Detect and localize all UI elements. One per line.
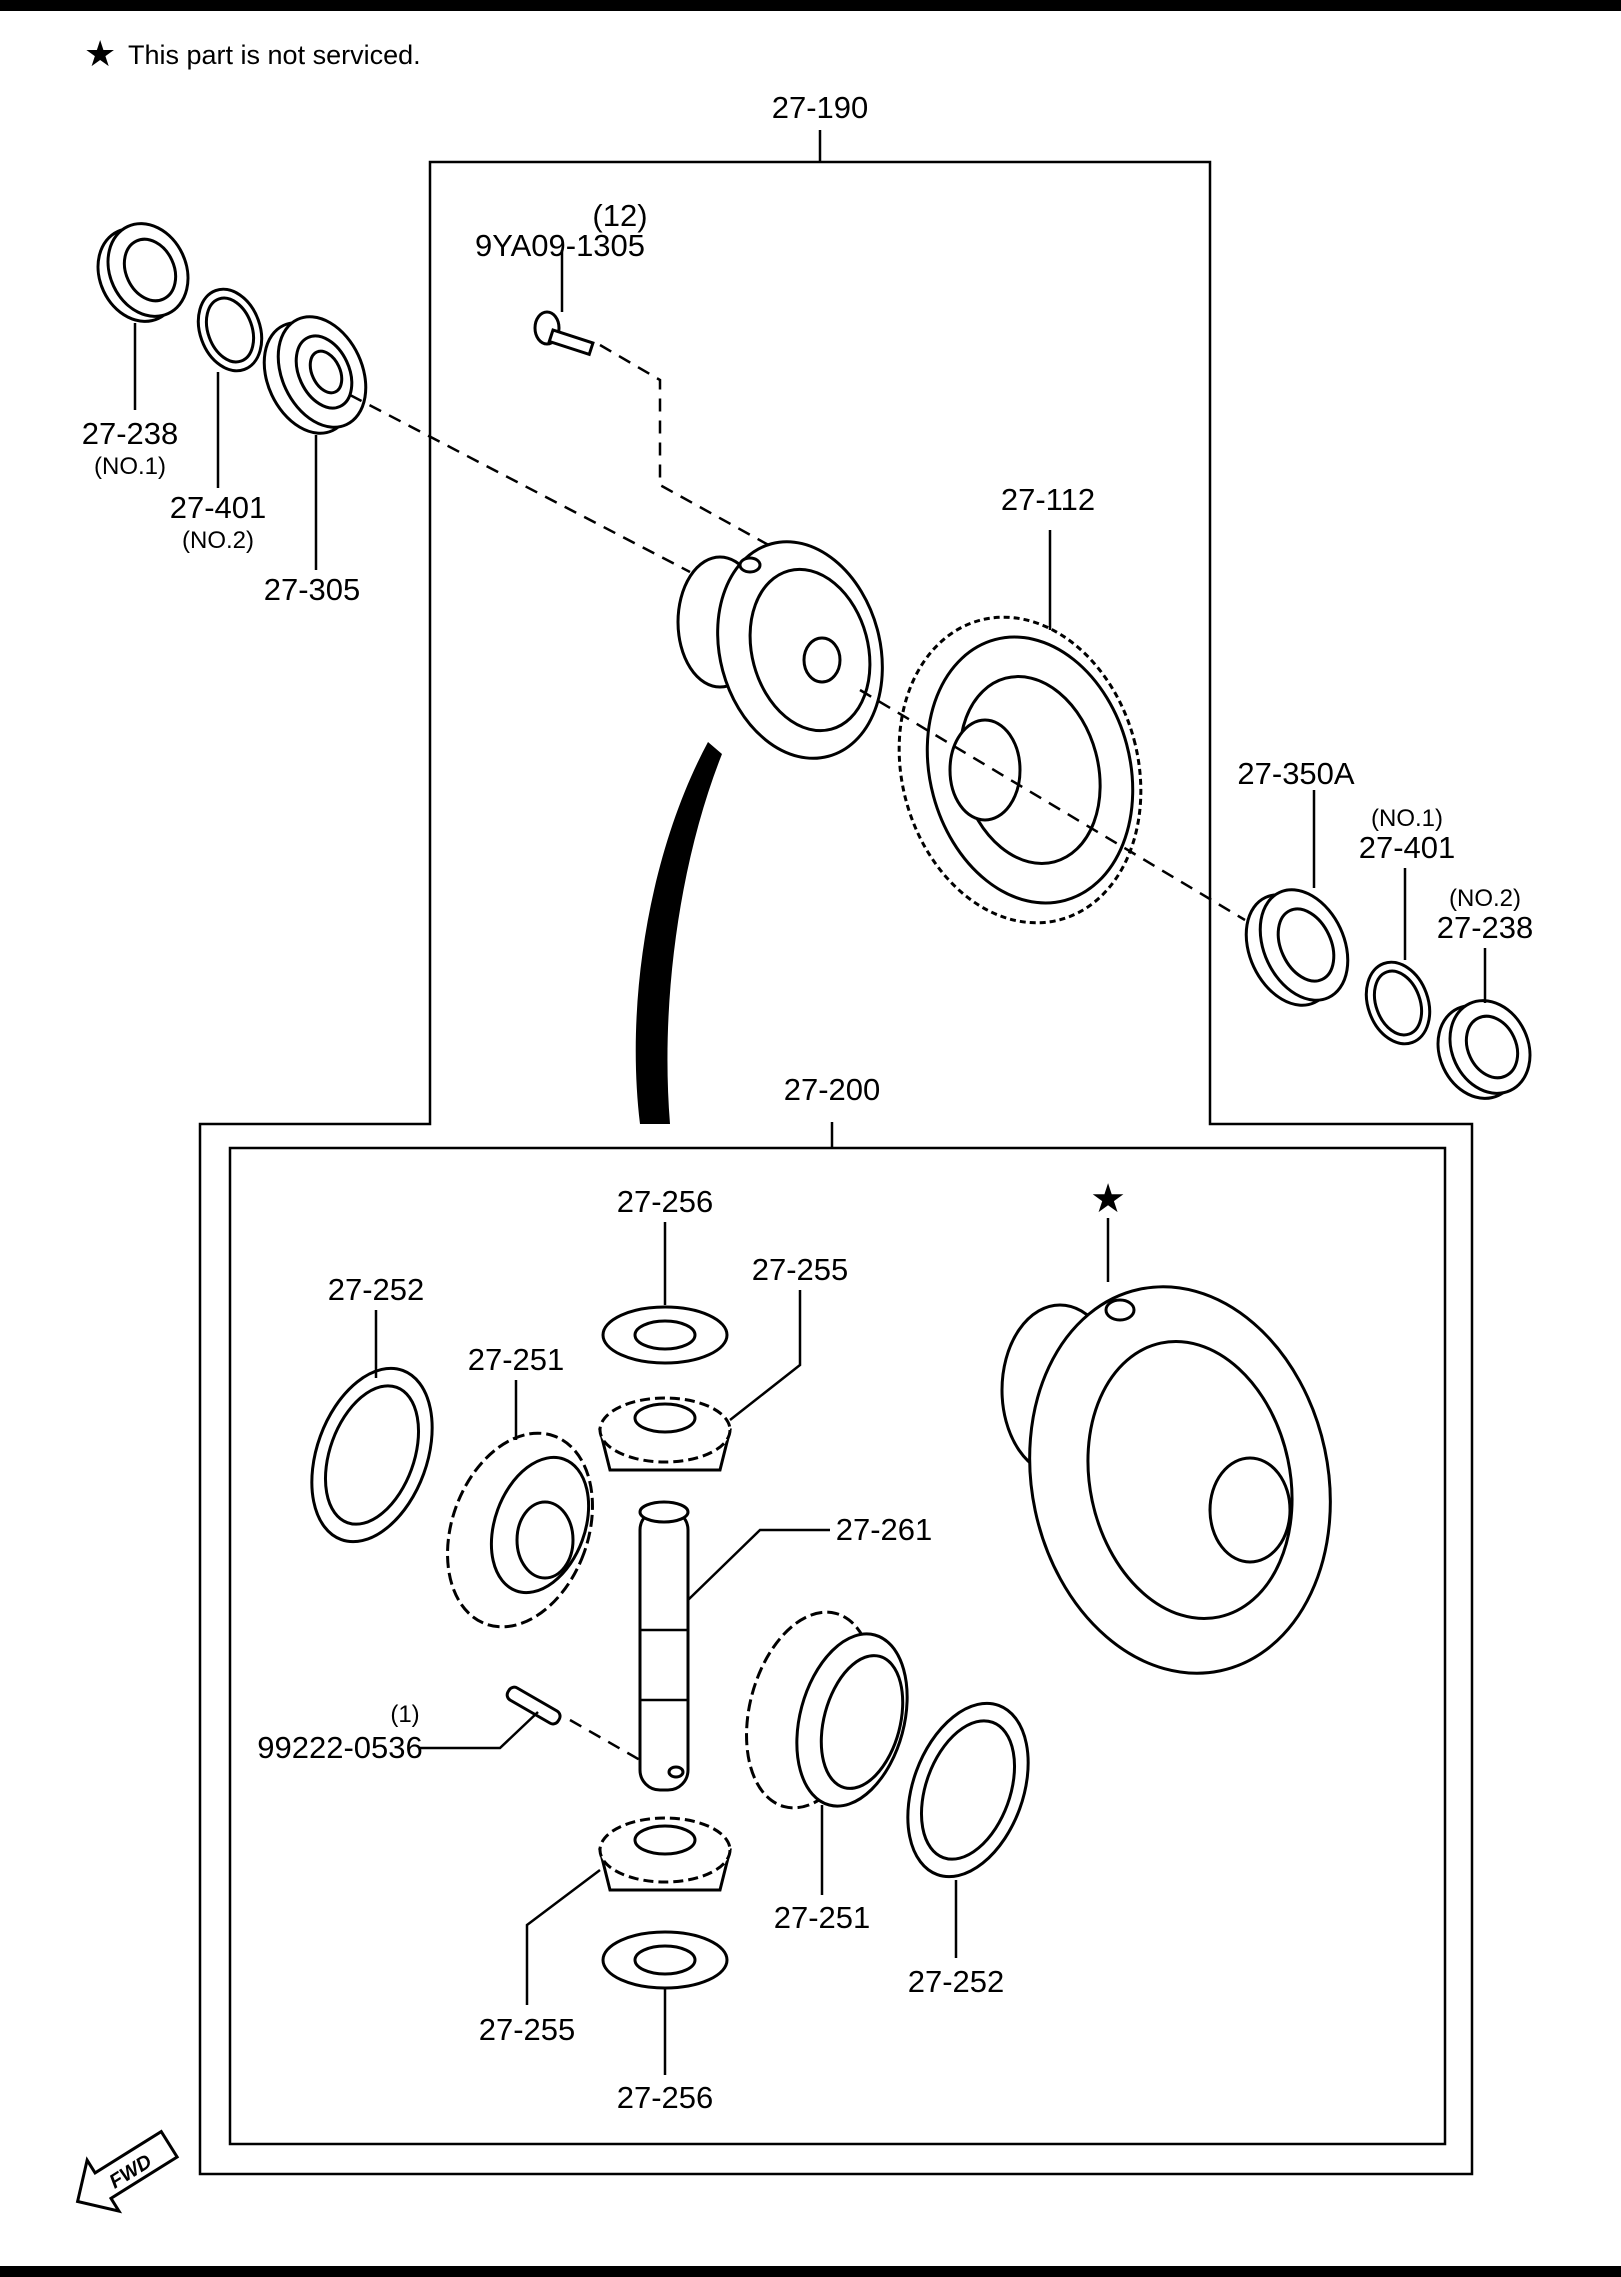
side-gear-right	[745, 1610, 909, 1810]
bearing-right	[1244, 888, 1350, 1007]
qualifier-27-401-left: (NO.2)	[182, 527, 254, 554]
label-27-251-right: 27-251	[774, 1900, 871, 1935]
label-99222-0536: 99222-0536	[257, 1730, 423, 1765]
ring-gear	[897, 615, 1143, 925]
shim-right	[1364, 960, 1432, 1046]
label-27-251-left: 27-251	[468, 1342, 565, 1377]
label-27-401-right: 27-401	[1359, 830, 1456, 865]
frame-27-200	[228, 1146, 1447, 2146]
oil-seal-right	[1436, 999, 1532, 1100]
label-27-256-top: 27-256	[617, 1184, 714, 1219]
top-bar	[0, 0, 1621, 11]
label-27-350a: 27-350A	[1237, 756, 1355, 791]
differential-case-large	[1000, 1285, 1332, 1675]
label-27-252-right: 27-252	[908, 1964, 1005, 1999]
label-27-190: 27-190	[772, 90, 869, 125]
pinion-gear-top	[598, 1396, 732, 1472]
qty-pin: (1)	[390, 1701, 419, 1728]
frame-27-190	[198, 160, 1474, 2176]
label-27-305: 27-305	[264, 572, 361, 607]
qualifier-27-238-right: (NO.2)	[1449, 885, 1521, 912]
label-27-401-left: 27-401	[170, 490, 267, 525]
bearing-left	[262, 315, 368, 435]
thrust-washer-right	[906, 1701, 1030, 1879]
thrust-washer-left	[310, 1366, 434, 1544]
assembly-curve	[635, 742, 722, 1124]
label-27-255-bottom: 27-255	[479, 2012, 576, 2047]
bolt-9ya09-1305	[533, 310, 595, 357]
shim-left	[196, 287, 264, 373]
qualifier-27-401-right: (NO.1)	[1371, 805, 1443, 832]
label-27-238-right: 27-238	[1437, 910, 1534, 945]
qualifier-27-238-left: (NO.1)	[94, 453, 166, 480]
thrust-washer-top	[601, 1305, 729, 1365]
pinion-shaft	[638, 1500, 690, 1792]
oil-seal-left	[96, 222, 190, 323]
label-9ya09-1305: 9YA09-1305	[475, 228, 645, 263]
fwd-arrow-icon: FWD	[75, 2129, 180, 2214]
label-27-261: 27-261	[836, 1512, 933, 1547]
label-27-256-bottom: 27-256	[617, 2080, 714, 2115]
label-27-255-top: 27-255	[752, 1252, 849, 1287]
differential-case	[676, 540, 884, 760]
label-27-252-left: 27-252	[328, 1272, 425, 1307]
roll-pin	[505, 1685, 562, 1726]
pinion-gear-bottom	[598, 1816, 732, 1892]
qty-bolt: (12)	[592, 198, 647, 233]
star-icon: ★	[84, 34, 116, 75]
label-27-238-left: 27-238	[82, 416, 179, 451]
side-gear-left	[446, 1431, 594, 1629]
note-text: This part is not serviced.	[128, 40, 421, 70]
bottom-bar	[0, 2266, 1621, 2277]
star-marker-icon: ★	[1090, 1176, 1126, 1222]
label-27-200: 27-200	[784, 1072, 881, 1107]
label-27-112: 27-112	[1001, 482, 1095, 517]
thrust-washer-bottom	[601, 1930, 729, 1990]
